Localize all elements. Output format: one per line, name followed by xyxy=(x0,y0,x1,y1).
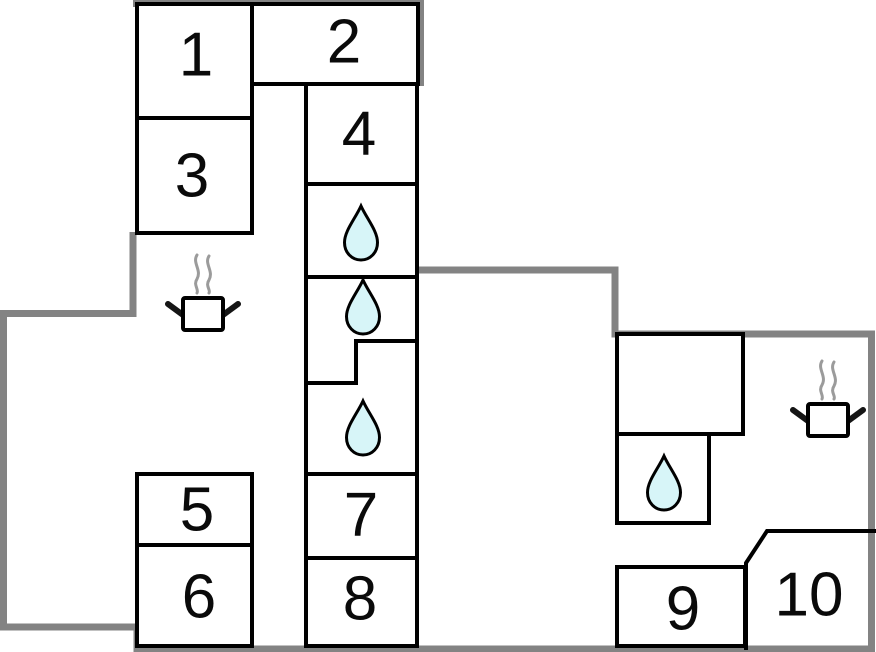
room-7-outline xyxy=(304,472,419,560)
stove-icon xyxy=(168,255,238,330)
room-7-label: 7 xyxy=(344,481,378,550)
room-3-outline xyxy=(135,116,254,235)
exterior-wall-main xyxy=(0,232,875,652)
room-4-label: 4 xyxy=(342,100,376,169)
right-wing-room-outline xyxy=(615,332,745,436)
room-1-label: 1 xyxy=(179,21,213,90)
room-3-label: 3 xyxy=(175,142,209,211)
room-6-label: 6 xyxy=(182,563,216,632)
room-5-outline xyxy=(135,472,254,547)
room-10-label: 10 xyxy=(775,561,844,630)
room-2-outline xyxy=(250,2,420,86)
room-2-label: 2 xyxy=(327,8,361,77)
stove-icon xyxy=(793,361,863,436)
stove-icons xyxy=(168,255,863,436)
room-labels: 1 2 3 4 5 6 7 8 9 10 xyxy=(175,8,844,644)
room-8-label: 8 xyxy=(343,565,377,634)
room-10-outline xyxy=(744,529,876,650)
room-9-label: 9 xyxy=(666,575,700,644)
room-6-outline xyxy=(135,543,254,648)
room-4-outline xyxy=(304,82,419,186)
room-8-outline xyxy=(304,556,419,648)
room-5-label: 5 xyxy=(180,476,214,545)
interior-walls xyxy=(135,2,876,650)
